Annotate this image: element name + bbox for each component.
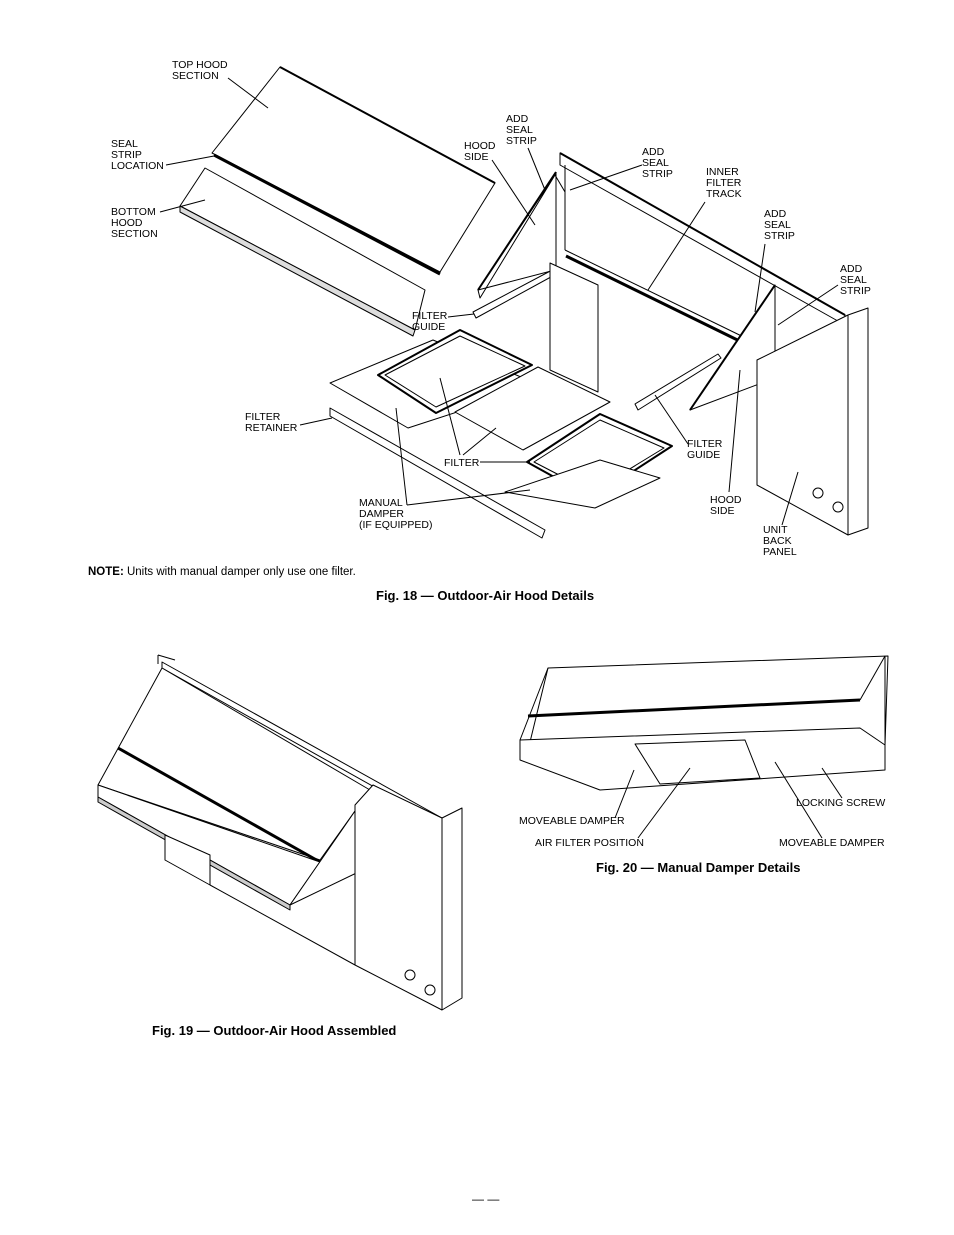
label-add-seal-strip-3: ADD SEAL STRIP: [764, 208, 795, 242]
label-seal-strip-location: SEAL STRIP LOCATION: [111, 138, 164, 172]
label-add-seal-strip-4: ADD SEAL STRIP: [840, 263, 871, 297]
label-hood-side-left: HOOD SIDE: [464, 140, 496, 163]
label-moveable-damper-left: MOVEABLE DAMPER: [519, 815, 625, 827]
label-moveable-damper-right: MOVEABLE DAMPER: [779, 837, 885, 849]
fig18-drawing: [159, 66, 869, 539]
page-number: — —: [472, 1192, 500, 1206]
label-filter: FILTER: [444, 457, 480, 469]
fig19-drawing: [97, 654, 463, 1011]
fig18-note: NOTE: Units with manual damper only use …: [88, 566, 356, 578]
label-bottom-hood-section: BOTTOM HOOD SECTION: [111, 206, 158, 240]
label-inner-filter-track: INNER FILTER TRACK: [706, 166, 742, 200]
label-add-seal-strip-2: ADD SEAL STRIP: [642, 146, 673, 180]
fig18-caption: Fig. 18 — Outdoor-Air Hood Details: [376, 588, 595, 603]
fig19-caption: Fig. 19 — Outdoor-Air Hood Assembled: [152, 1023, 397, 1038]
label-filter-retainer: FILTER RETAINER: [245, 411, 298, 434]
label-unit-back-panel: UNIT BACK PANEL: [763, 524, 797, 558]
label-top-hood-section: TOP HOOD SECTION: [172, 59, 228, 82]
label-add-seal-strip-1: ADD SEAL STRIP: [506, 113, 537, 147]
note-text: Units with manual damper only use one fi…: [123, 566, 356, 578]
fig20-drawing: [519, 655, 889, 839]
label-air-filter-position: AIR FILTER POSITION: [535, 837, 644, 849]
label-hood-side-right: HOOD SIDE: [710, 494, 742, 517]
label-locking-screw: LOCKING SCREW: [796, 797, 886, 809]
fig20-caption: Fig. 20 — Manual Damper Details: [596, 860, 801, 875]
label-filter-guide-left: FILTER GUIDE: [412, 310, 448, 333]
label-manual-damper: MANUAL DAMPER (IF EQUIPPED): [359, 497, 433, 531]
note-label: NOTE:: [88, 566, 124, 578]
label-filter-guide-right: FILTER GUIDE: [687, 438, 723, 461]
